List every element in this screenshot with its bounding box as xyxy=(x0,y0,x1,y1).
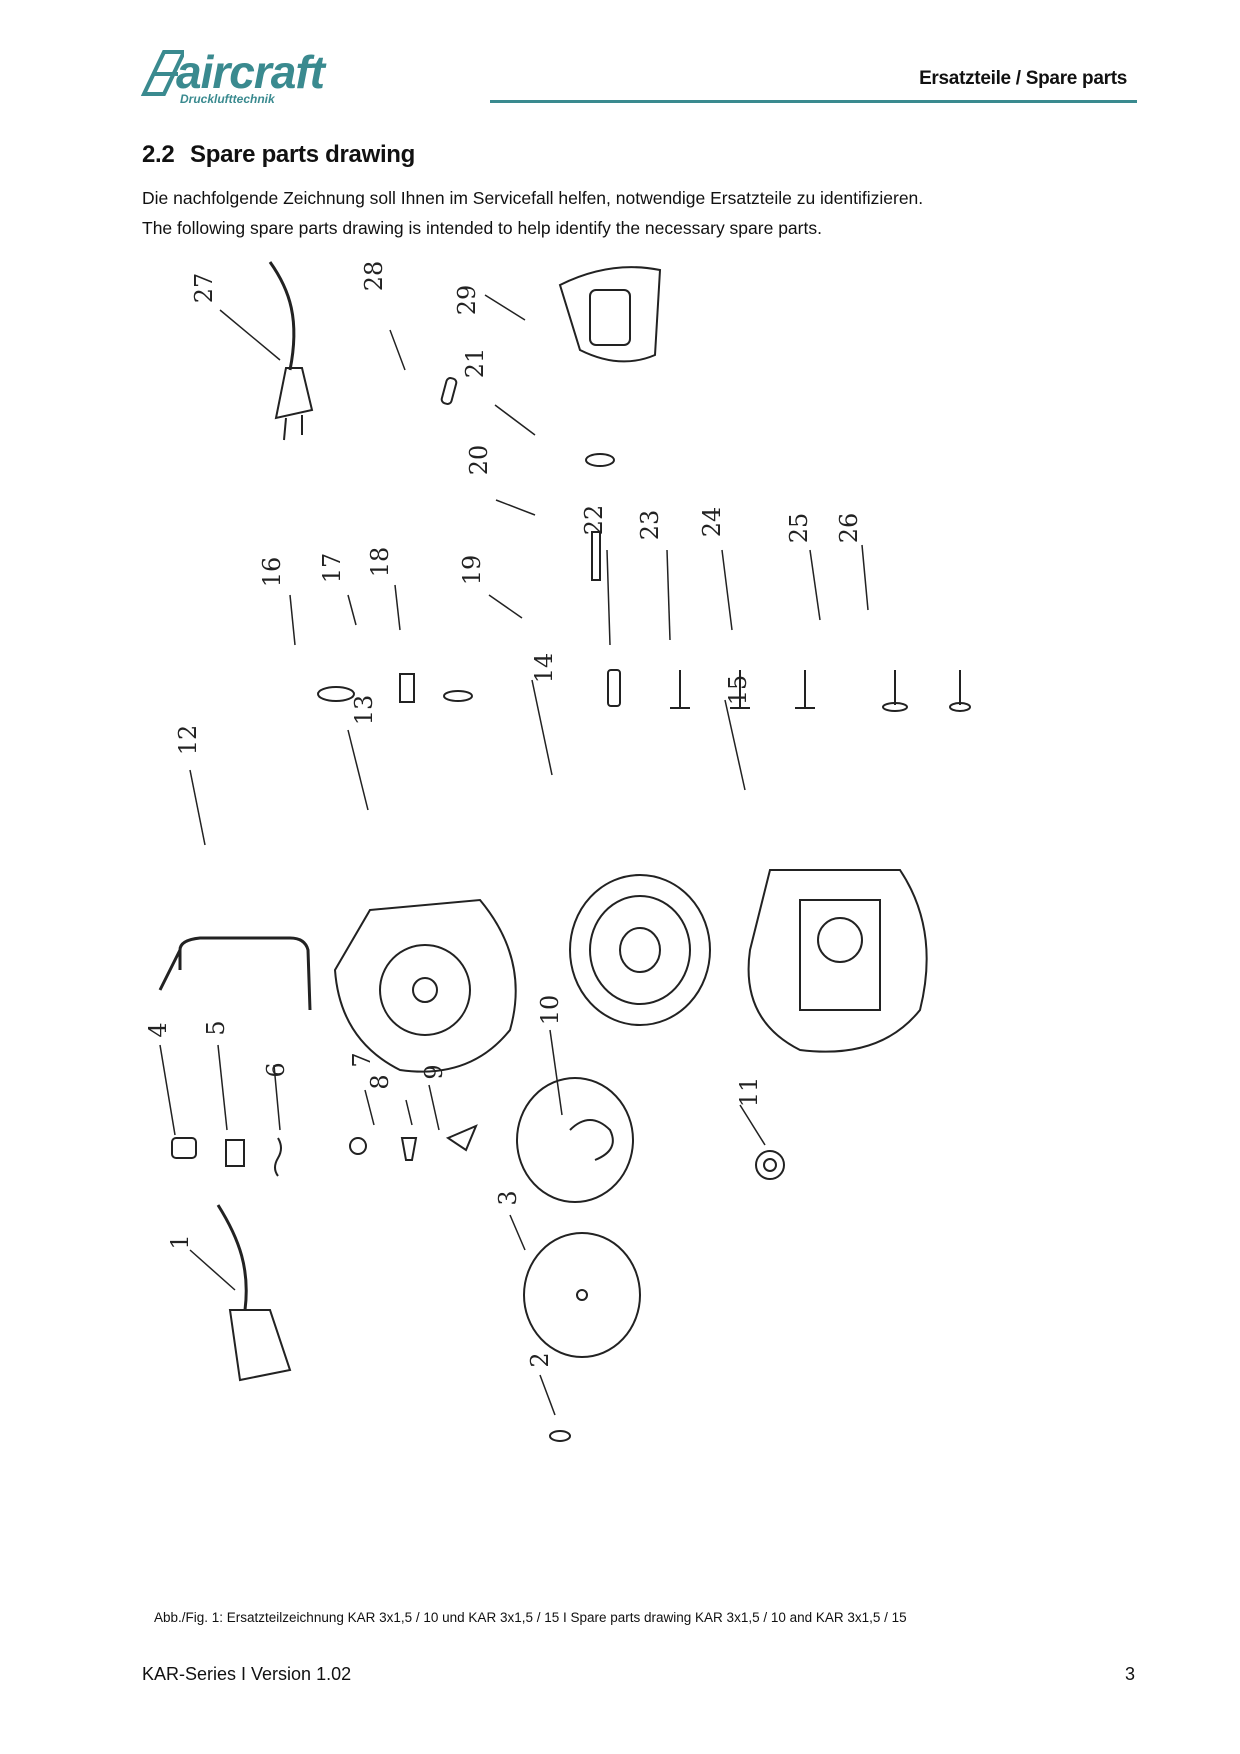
part-label-22: 22 xyxy=(580,505,608,536)
parts-22-26-screws xyxy=(670,670,971,712)
part-28-pin xyxy=(440,377,458,405)
part-16-washer xyxy=(317,686,355,702)
part-11-bearing xyxy=(755,1150,785,1180)
part-29-front-cover xyxy=(558,266,662,363)
part-label-6: 6 xyxy=(262,1062,290,1077)
part-3-side-disc xyxy=(523,1232,641,1358)
part-label-20: 20 xyxy=(465,445,493,476)
part-label-11: 11 xyxy=(735,1077,763,1108)
part-label-27: 27 xyxy=(190,273,218,304)
spare-parts-drawing: 27 28 29 21 20 19 16 17 18 22 23 24 25 2… xyxy=(144,261,971,1442)
header-divider xyxy=(490,100,1137,103)
part-label-26: 26 xyxy=(835,513,863,544)
part-numbers: 27 28 29 21 20 19 16 17 18 22 23 24 25 2… xyxy=(144,261,863,1368)
part-17-connector xyxy=(399,673,415,703)
brand-logo: aircraft Drucklufttechnik xyxy=(140,46,380,106)
part-14-drum xyxy=(569,874,711,1026)
part-label-10: 10 xyxy=(536,995,564,1026)
header-section-label: Ersatzteile / Spare parts xyxy=(919,68,1127,89)
part-label-29: 29 xyxy=(453,285,481,316)
logo-subtitle: Drucklufttechnik xyxy=(180,92,275,106)
section-title: Spare parts drawing xyxy=(190,141,416,168)
section-number: 2.2 xyxy=(142,141,175,168)
part-label-12: 12 xyxy=(174,725,202,756)
part-27-plug-cable xyxy=(268,261,314,441)
part-label-13: 13 xyxy=(350,695,378,726)
part-15-front-housing xyxy=(747,869,928,1053)
part-label-14: 14 xyxy=(530,653,558,684)
part-label-3: 3 xyxy=(494,1190,522,1205)
part-12-bracket xyxy=(158,936,312,1011)
part-20-rod xyxy=(591,531,601,581)
part-label-24: 24 xyxy=(698,507,726,538)
part-label-28: 28 xyxy=(360,261,388,292)
part-19-screw xyxy=(607,669,621,707)
part-label-8: 8 xyxy=(366,1074,394,1089)
part-label-23: 23 xyxy=(636,510,664,541)
part-2-screw xyxy=(549,1430,571,1442)
part-18-clip xyxy=(443,690,473,702)
part-label-15: 15 xyxy=(724,675,752,706)
figure-caption: Abb./Fig. 1: Ersatzteilzeichnung KAR 3x1… xyxy=(154,1610,907,1625)
part-label-4: 4 xyxy=(144,1022,172,1037)
parts-4-9-fittings xyxy=(171,1124,478,1177)
part-label-21: 21 xyxy=(461,348,489,379)
footer-page-number: 3 xyxy=(1124,1664,1135,1684)
part-label-5: 5 xyxy=(202,1020,230,1035)
part-label-9: 9 xyxy=(420,1064,448,1079)
part-label-1: 1 xyxy=(166,1234,194,1249)
part-label-7: 7 xyxy=(348,1052,376,1067)
section-heading: 2.2 Spare parts drawing xyxy=(142,141,415,169)
part-label-2: 2 xyxy=(526,1352,554,1367)
part-10-spring xyxy=(516,1077,634,1203)
intro-text-de: Die nachfolgende Zeichnung soll Ihnen im… xyxy=(142,188,924,208)
logo-mark-icon xyxy=(140,50,184,96)
part-label-18: 18 xyxy=(366,547,394,578)
part-label-17: 17 xyxy=(318,553,346,584)
part-label-16: 16 xyxy=(258,557,286,588)
leader-lines xyxy=(159,294,869,1416)
part-1-cable-coupling xyxy=(216,1204,292,1382)
part-13-rear-housing xyxy=(333,898,517,1073)
logo-wordmark: aircraft xyxy=(176,46,325,98)
part-label-25: 25 xyxy=(785,513,813,544)
part-21-clip xyxy=(585,453,615,467)
footer-series-version: KAR-Series I Version 1.02 xyxy=(142,1664,352,1684)
intro-text-en: The following spare parts drawing is int… xyxy=(142,218,822,238)
part-label-19: 19 xyxy=(458,555,486,586)
